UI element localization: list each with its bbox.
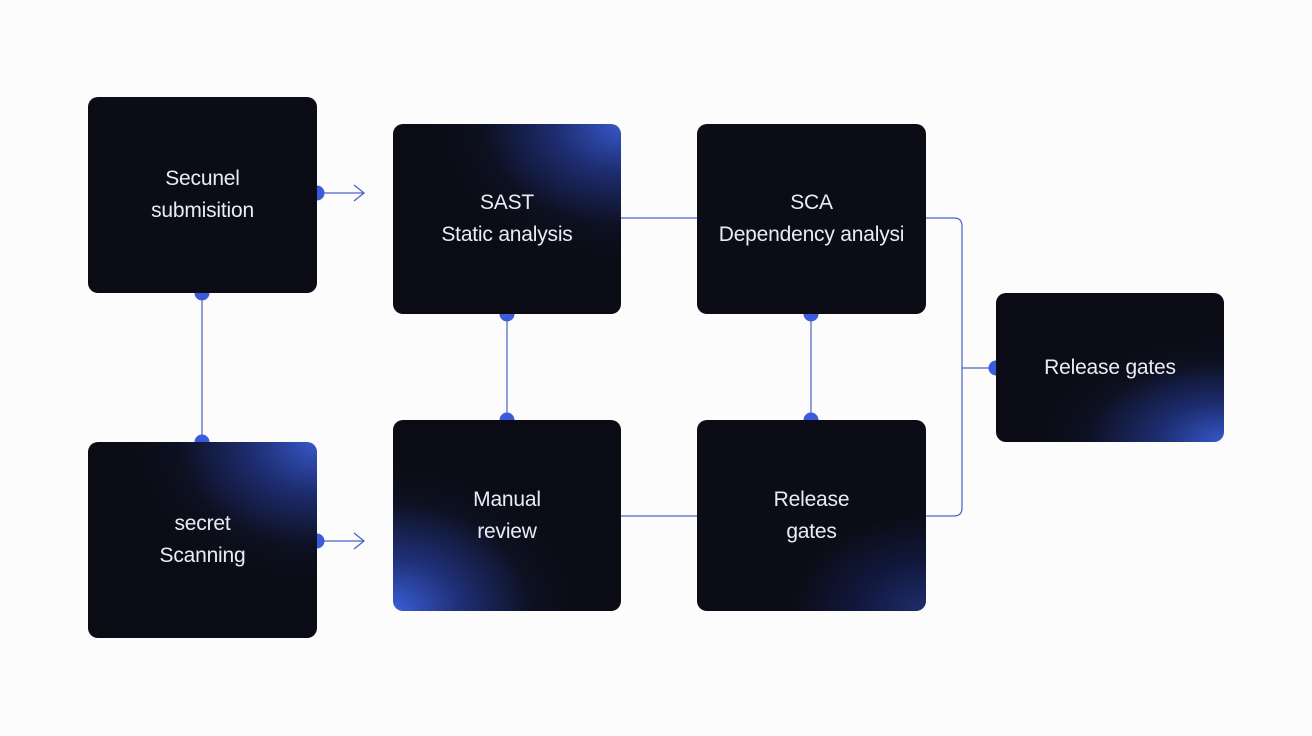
node-label-line1: SAST (479, 191, 535, 214)
node-label-line1: secret (174, 512, 231, 535)
node-label-line2: Static analysis (441, 223, 573, 246)
node-secure-submission[interactable]: Secunel submisition (88, 97, 317, 293)
node-label-line2: Dependency analysi (718, 223, 905, 246)
node-release-gates[interactable]: Release gates (996, 293, 1224, 442)
node-sca[interactable]: SCA Dependency analysi (697, 124, 926, 314)
node-release-gates-inner[interactable]: Release gates (697, 420, 926, 611)
node-label-line2: submisition (151, 199, 254, 222)
node-sast[interactable]: SAST Static analysis (393, 124, 621, 314)
arrow-scanning-to-review-head (353, 532, 366, 550)
connector-bracket-to-release (926, 217, 963, 517)
node-secret-scanning[interactable]: secret Scanning (88, 442, 317, 638)
node-label-line1: Secunel (165, 167, 240, 190)
node-label-line1: Manual (473, 487, 541, 511)
arrow-submission-to-sast-head (353, 184, 366, 202)
node-label: Release gates (1044, 355, 1176, 379)
node-label-line1: Release (773, 487, 850, 511)
node-label-line1: SCA (790, 191, 833, 214)
node-label-line2: gates (786, 519, 837, 543)
node-label-line2: Scanning (159, 544, 246, 567)
node-label-line2: review (477, 519, 537, 543)
node-manual-review[interactable]: Manual review (393, 420, 621, 611)
